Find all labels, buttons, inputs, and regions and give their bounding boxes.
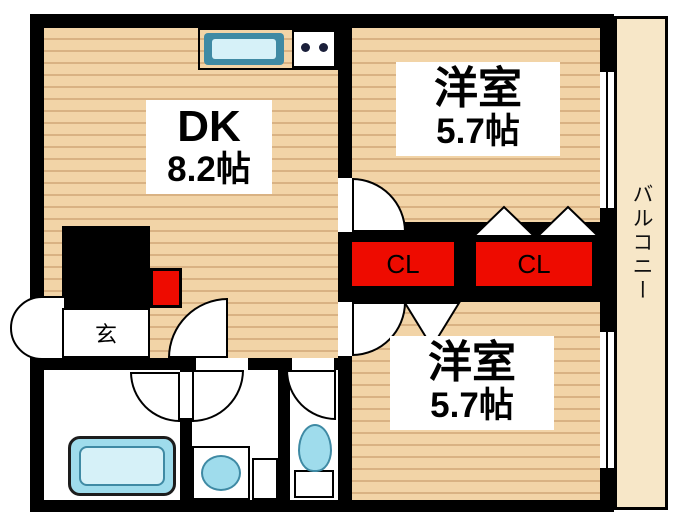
front-door-swing-icon	[10, 296, 66, 360]
closet-left-door-icon	[403, 302, 461, 349]
toilet-tank-icon	[294, 470, 334, 498]
bedroom-top-size: 5.7帖	[436, 112, 520, 152]
bathtub-basin-icon	[79, 446, 165, 486]
wall-pillar	[62, 226, 150, 308]
stove-burner-icon	[319, 43, 328, 52]
dk-name: DK	[177, 102, 241, 151]
closet-left-label: CL	[386, 248, 420, 279]
kitchen-counter	[198, 28, 338, 70]
bathtub-icon	[68, 436, 176, 496]
room-label-bedroom-top: 洋室 5.7帖	[396, 62, 560, 157]
bedroom-bottom-door-gap	[338, 302, 352, 356]
kitchen-sink-basin-icon	[212, 39, 276, 59]
window-top-icon	[600, 70, 614, 210]
bedroom-bottom-size: 5.7帖	[430, 386, 514, 426]
window-bottom-icon	[600, 330, 614, 470]
bedroom-bottom-name: 洋室	[428, 338, 516, 387]
balcony: バルコニー	[614, 16, 668, 510]
stove-burner-icon	[301, 43, 310, 52]
laundry-space	[252, 458, 278, 500]
closet-right: CL	[470, 236, 598, 292]
entrance-label: 玄	[94, 322, 117, 347]
closet-left: CL	[346, 236, 460, 292]
stove-icon	[292, 30, 336, 68]
bedroom-top-name: 洋室	[434, 64, 522, 113]
bedroom-top-door-gap	[338, 178, 352, 232]
room-label-dk: DK 8.2帖	[146, 100, 272, 195]
bathroom-door-gap	[180, 372, 192, 418]
washbasin-unit	[192, 446, 250, 500]
washroom-door-gap	[196, 358, 248, 370]
entrance-genkan: 玄	[62, 308, 150, 358]
balcony-label: バルコニー	[630, 183, 653, 303]
toilet-door-gap	[292, 358, 334, 370]
room-label-bedroom-bottom: 洋室 5.7帖	[390, 336, 554, 431]
closet-right-door-icon	[471, 205, 600, 237]
washbasin-icon	[201, 455, 241, 491]
closet-right-label: CL	[517, 248, 551, 279]
shoe-cabinet-block	[150, 268, 182, 308]
dk-size: 8.2帖	[167, 150, 251, 190]
toilet-bowl-icon	[298, 424, 332, 472]
